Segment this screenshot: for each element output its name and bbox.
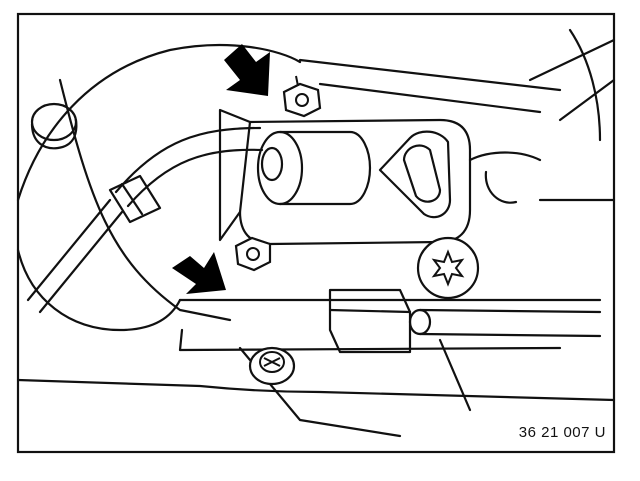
right-edge-curve [568,28,602,142]
bracket-side [218,108,252,242]
rod-line-1 [26,198,112,302]
body-contour-lower [16,248,182,332]
cylinder-body [278,130,372,206]
right-diagonal-2 [558,78,616,122]
upper-arrow-icon [224,44,270,96]
bar-end [408,308,432,336]
bracket-housing [238,118,472,246]
figure-frame [16,12,616,454]
floor-line-3 [16,378,616,402]
cable-upper [114,126,262,194]
bar-bottom [418,332,602,338]
cap-knob-side [30,118,78,150]
part-outlines [16,28,616,438]
floor-line-2 [178,328,562,352]
top-rail-1 [298,58,562,92]
clip-block-edge [328,308,412,314]
cable-lower [126,148,264,208]
slot-housing [378,130,452,219]
rod-line-2 [38,210,124,314]
cable-sleeve-ring [120,182,144,216]
right-diagonal-1 [528,38,616,82]
clip-block [328,288,412,354]
right-hook [484,170,518,204]
cable-sleeve [108,174,162,224]
slot-pin [402,144,442,203]
right-bracket-arc [468,151,542,162]
cylinder-bore [260,146,284,182]
upper-hex-nut-icon [282,75,322,118]
top-rail-2 [318,82,542,114]
figure-id-label: 36 21 007 U [518,424,606,441]
lower-arrow-icon [172,252,226,294]
bottom-bolt-icon [248,346,296,386]
lower-hex-nut-icon [234,236,272,272]
floor-riser [438,338,472,412]
torx-screw-icon [416,236,480,300]
bar-top [418,308,602,314]
